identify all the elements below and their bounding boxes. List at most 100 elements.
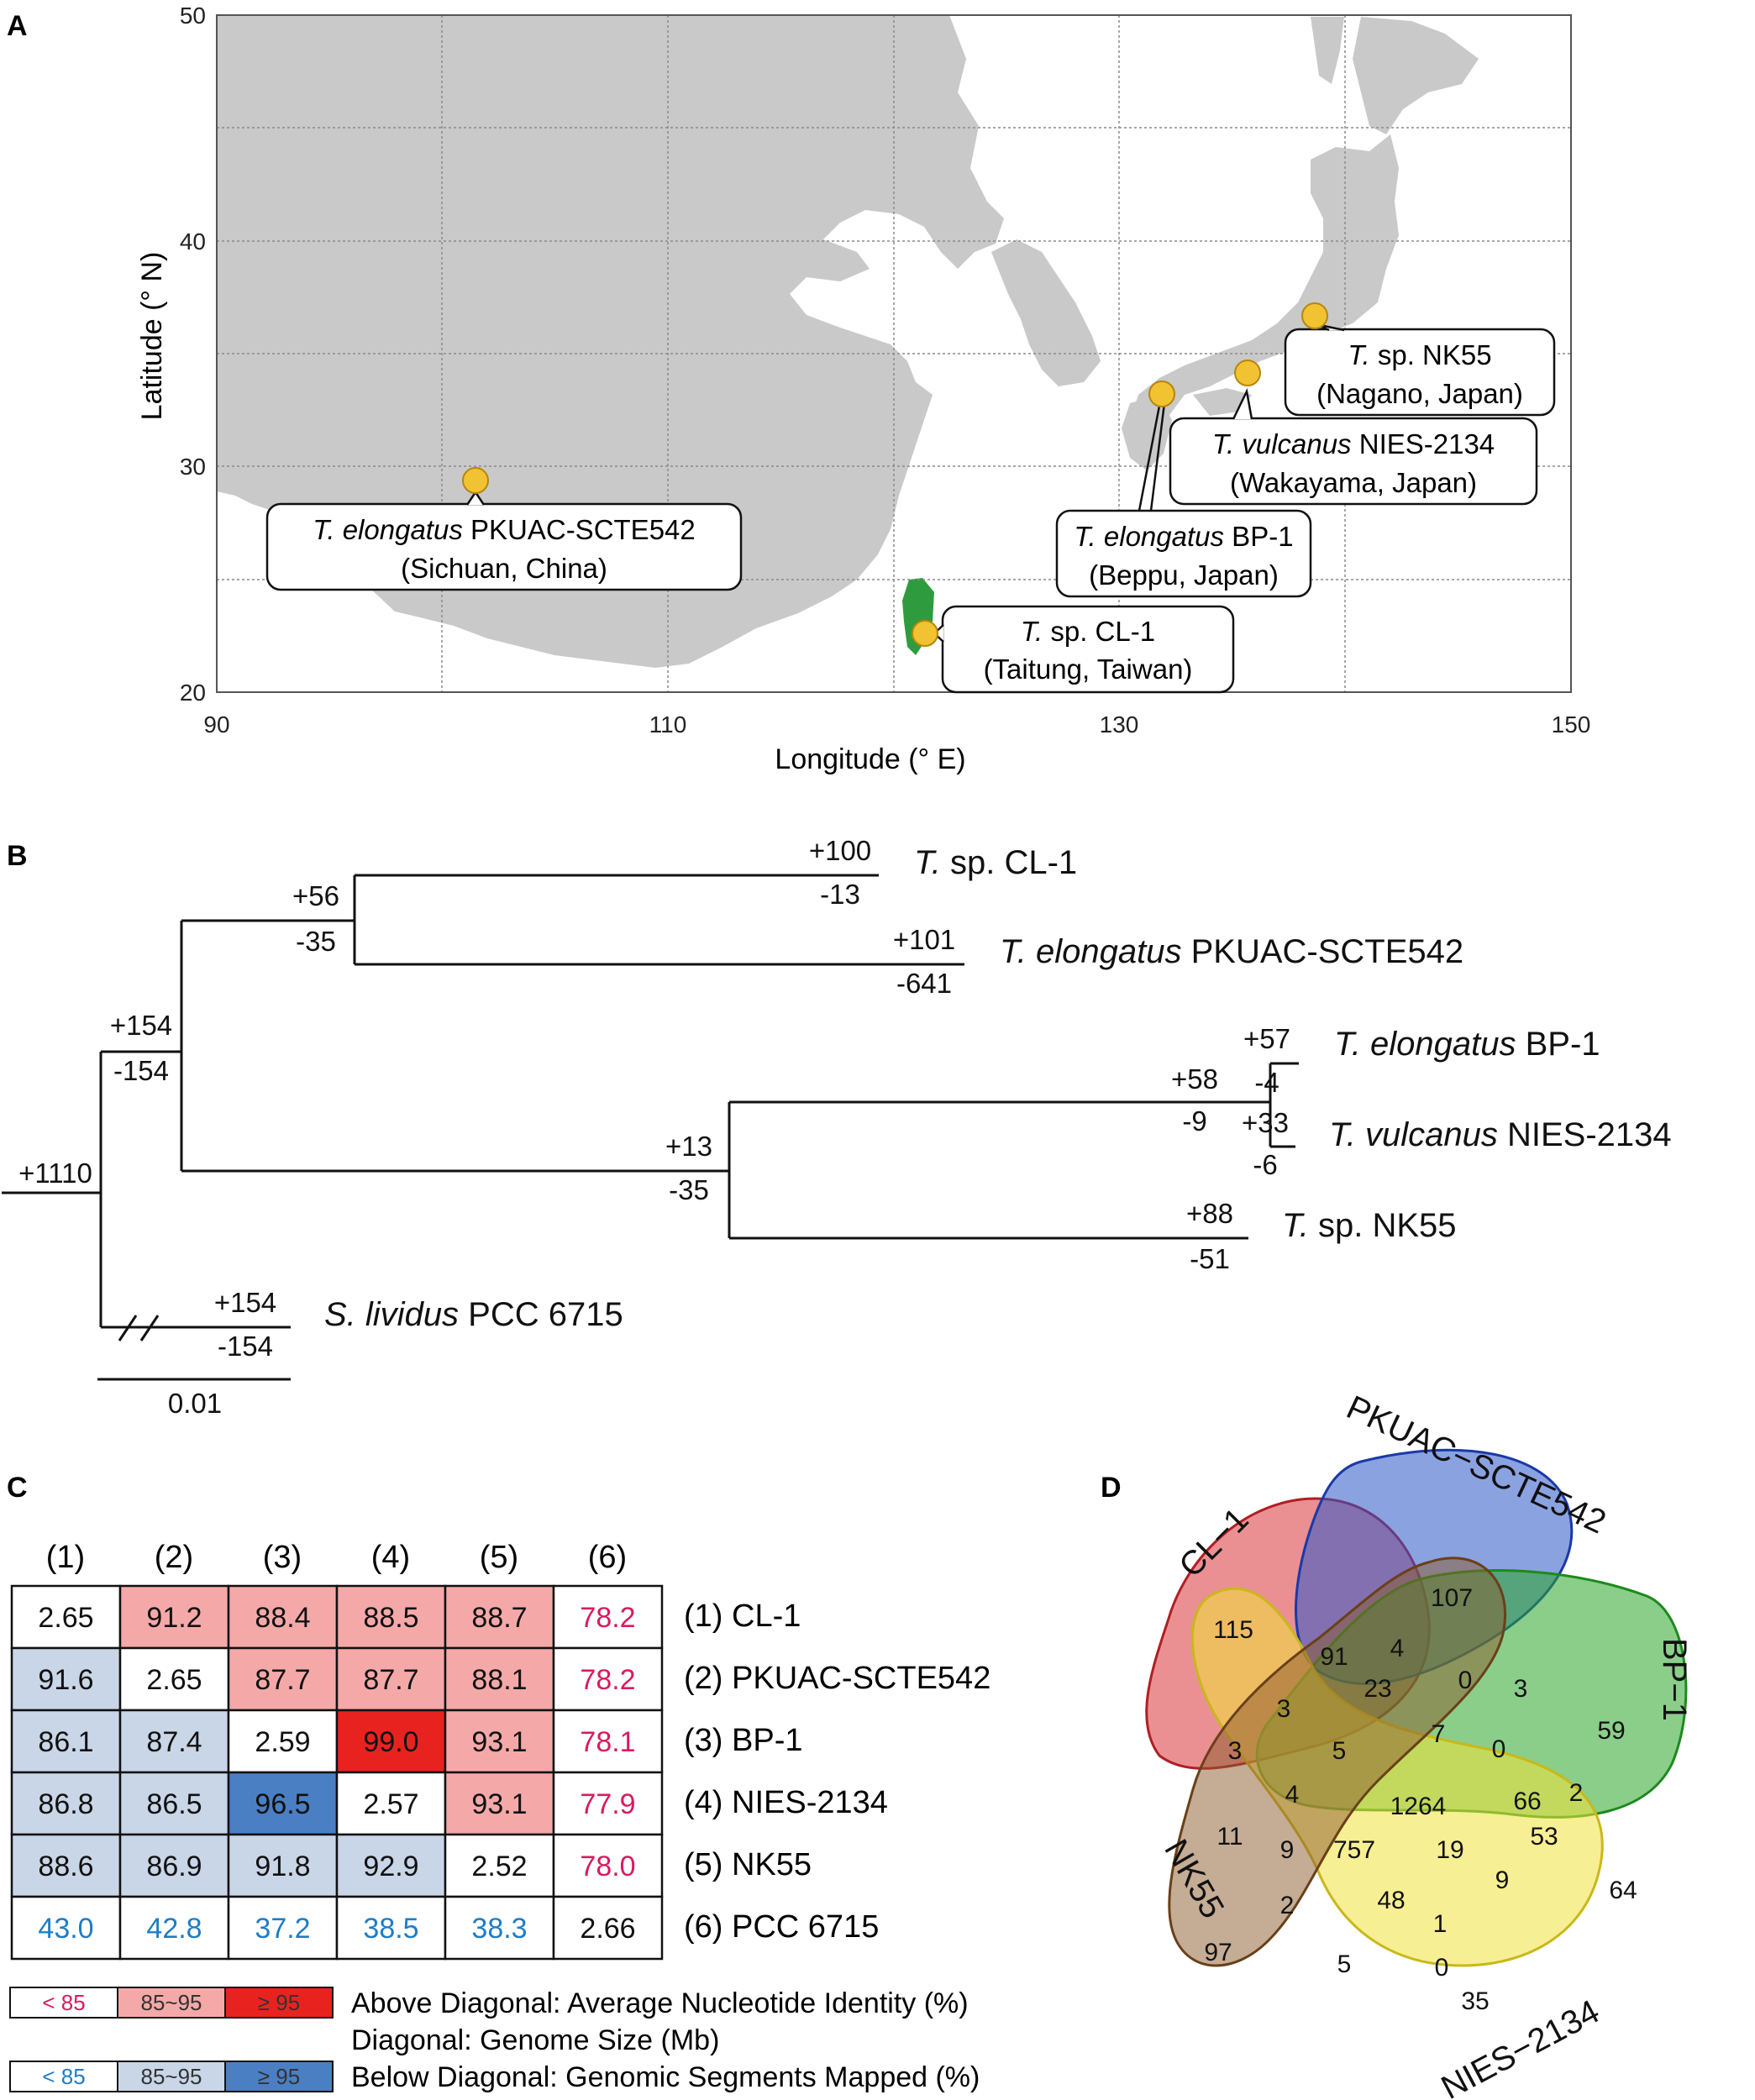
map-landmass-japan [1130, 134, 1399, 437]
matrix-value: 2.66 [580, 1913, 635, 1945]
venn-count: 9 [1495, 1866, 1510, 1894]
col-header: (3) [263, 1540, 302, 1575]
venn-count: 757 [1333, 1836, 1375, 1864]
matrix-legend: < 85 85~95 ≥ 95 < 85 85~95 ≥ 95 [9, 1987, 334, 2092]
venn-counts: 107 115 91 4 23 0 3 59 3 7 0 3 5 4 1264 … [1204, 1584, 1637, 2015]
matrix-value: 93.1 [471, 1788, 527, 1820]
branch-loss: -6 [1253, 1149, 1277, 1180]
venn-count: 115 [1213, 1616, 1253, 1644]
matrix-value: 37.2 [255, 1913, 310, 1945]
matrix-value: 86.8 [38, 1788, 93, 1820]
venn-count: 0 [1492, 1735, 1506, 1763]
site-label-line1: T. sp. CL-1 [1021, 616, 1155, 647]
row-label: (6) PCC 6715 [684, 1909, 879, 1945]
legend-above-text: Above Diagonal: Average Nucleotide Ident… [351, 1987, 969, 2019]
branch-gain: +57 [1243, 1023, 1290, 1054]
map-panel: 90 110 130 150 20 30 40 50 Longitude (° … [136, 3, 1590, 775]
legend-below-text: Below Diagonal: Genomic Segments Mapped … [351, 2061, 980, 2093]
panel-label-b: B [7, 840, 28, 872]
x-tick: 110 [649, 711, 687, 738]
site-marker [1148, 381, 1175, 407]
matrix-value: 38.5 [363, 1913, 418, 1945]
panel-label-c: C [7, 1472, 28, 1504]
branch-gain: +88 [1186, 1198, 1233, 1229]
matrix-value: 88.7 [471, 1602, 527, 1634]
matrix-value: 87.7 [363, 1664, 418, 1696]
tree-leaf-labels: T. sp. CL-1 T. elongatus PKUAC-SCTE542 T… [324, 844, 1672, 1333]
matrix-row-labels: (1) CL-1 (2) PKUAC-SCTE542 (3) BP-1 (4) … [684, 1599, 990, 1945]
matrix-cell [10, 1895, 122, 1961]
callout-box [1169, 417, 1538, 506]
matrix-col-headers: (1) (2) (3) (4) (5) (6) [46, 1540, 627, 1575]
venn-count: 3 [1228, 1737, 1243, 1765]
venn-count: 11 [1216, 1823, 1243, 1851]
matrix-cell [10, 1646, 122, 1712]
matrix-value: 88.5 [363, 1602, 418, 1634]
branch-gain: +154 [110, 1010, 172, 1041]
legend-swatch-above-mid [117, 1987, 226, 2019]
venn-count: 107 [1431, 1584, 1473, 1612]
matrix-cell [10, 1584, 122, 1650]
matrix-value: 93.1 [471, 1726, 527, 1758]
legend-bin: < 85 [42, 2064, 85, 2089]
y-tick: 30 [180, 454, 206, 480]
matrix-value: 92.9 [363, 1851, 418, 1882]
legend-diag-text: Diagonal: Genome Size (Mb) [351, 2024, 719, 2056]
matrix-value: 78.0 [580, 1851, 635, 1882]
map-y-label: Latitude (° N) [136, 252, 168, 421]
branch-loss: -13 [820, 879, 860, 910]
venn-set-nk55 [1168, 1557, 1506, 1967]
panel-label-a: A [7, 10, 28, 42]
matrix-cell [227, 1584, 339, 1650]
site-marker [1301, 302, 1328, 329]
row-label: (5) NK55 [684, 1847, 812, 1882]
matrix-cell [227, 1895, 339, 1961]
col-header: (2) [155, 1540, 193, 1575]
branch-loss: -4 [1254, 1067, 1279, 1098]
venn-count: 1264 [1390, 1793, 1447, 1820]
matrix-value: 91.6 [38, 1664, 93, 1696]
matrix-value: 99.0 [363, 1726, 418, 1758]
matrix-value: 2.57 [363, 1788, 418, 1820]
legend-swatch-below-mid [117, 2061, 226, 2092]
venn-count: 19 [1436, 1836, 1463, 1864]
matrix-value: 96.5 [255, 1788, 310, 1820]
venn-count: 5 [1332, 1737, 1347, 1765]
legend-bin: 85~95 [140, 1990, 202, 2015]
map-landmass-hokkaido [1353, 17, 1479, 134]
venn-count: 59 [1597, 1717, 1625, 1745]
venn-count: 0 [1435, 1954, 1449, 1982]
legend-bin: ≥ 95 [258, 2064, 300, 2089]
site-label-line2: (Beppu, Japan) [1089, 559, 1279, 591]
matrix-cell [444, 1584, 555, 1650]
callout-box [941, 605, 1235, 694]
venn-count: 48 [1377, 1887, 1405, 1914]
venn-count: 2 [1280, 1892, 1295, 1919]
venn-count: 9 [1280, 1836, 1295, 1864]
map-landmass-korea [991, 239, 1101, 386]
venn-count: 3 [1514, 1675, 1528, 1703]
matrix-value: 77.9 [580, 1788, 635, 1820]
tree-break-mark [118, 1315, 138, 1341]
matrix-value: 87.4 [146, 1726, 202, 1758]
matrix-cell [552, 1895, 664, 1961]
site-label-line1: T. sp. NK55 [1348, 339, 1491, 370]
site-callouts: T. elongatus PKUAC-SCTE542 (Sichuan, Chi… [265, 302, 1556, 694]
matrix-value: 78.2 [580, 1602, 635, 1634]
col-header: (1) [46, 1540, 85, 1575]
venn-panel: CL−1 PKUAC−SCTE542 BP−1 NIES−2134 NK55 1… [1145, 1389, 1693, 2100]
leaf-label: T. sp. CL-1 [914, 844, 1077, 881]
matrix-value: 2.65 [146, 1664, 202, 1696]
branch-gain: +101 [893, 924, 955, 955]
branch-loss: -35 [296, 926, 336, 957]
col-header: (5) [480, 1540, 518, 1575]
matrix-cell [118, 1895, 230, 1961]
tree-break-mark [139, 1315, 160, 1341]
matrix-cell [552, 1584, 664, 1650]
matrix-cell [552, 1646, 664, 1712]
venn-label-bp1: BP−1 [1656, 1638, 1693, 1721]
leaf-label: T. elongatus BP-1 [1334, 1026, 1600, 1063]
matrix-cell [10, 1833, 122, 1898]
site-marker [912, 620, 938, 647]
